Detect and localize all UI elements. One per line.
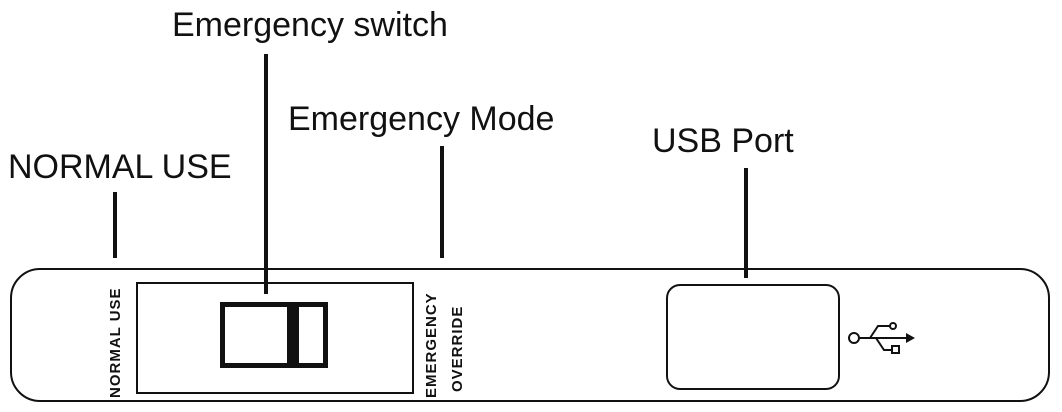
emergency-switch-leader: [264, 54, 268, 294]
emergency-mode-leader: [440, 146, 444, 258]
usb-icon: [848, 322, 915, 354]
emergency-mode-label: Emergency Mode: [288, 100, 555, 138]
switch-slot: [136, 282, 414, 394]
normal-use-label: NORMAL USE: [8, 148, 232, 186]
panel-normal-use-text: NORMAL USE: [107, 287, 124, 398]
usb-port[interactable]: [666, 284, 840, 390]
knob-bar: [287, 307, 299, 363]
emergency-switch-knob[interactable]: [220, 302, 328, 368]
usb-port-leader: [744, 168, 748, 278]
usb-port-label: USB Port: [652, 122, 794, 160]
emergency-switch-label: Emergency switch: [172, 6, 448, 44]
panel-emergency-text: EMERGENCY: [423, 292, 440, 398]
normal-use-leader: [113, 192, 117, 258]
panel-override-text: OVERRIDE: [449, 305, 466, 392]
knob-tip: [299, 307, 323, 363]
device-panel: [10, 268, 1050, 402]
knob-body: [225, 307, 287, 363]
